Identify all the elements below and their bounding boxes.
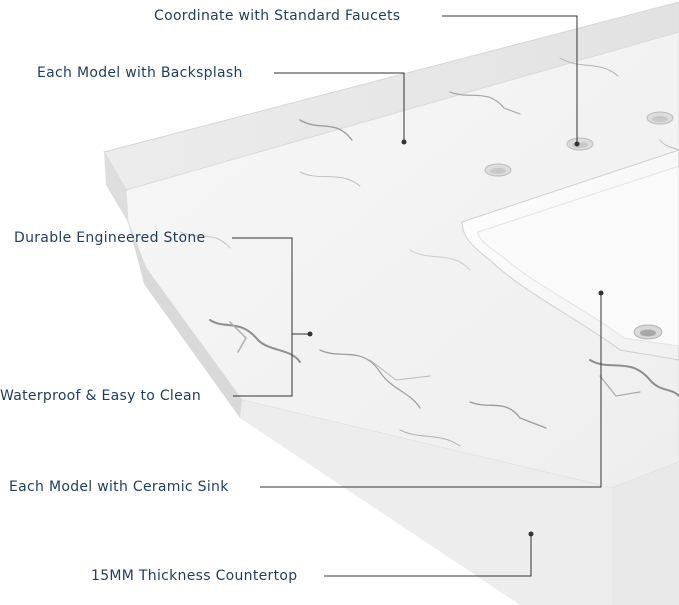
backsplash <box>103 1 679 222</box>
callout-faucets: Coordinate with Standard Faucets <box>154 8 401 24</box>
callout-leaders <box>232 15 604 577</box>
callout-thickness: 15MM Thickness Countertop <box>91 568 298 584</box>
leader-stone <box>232 237 310 335</box>
leader-backsplash <box>274 72 405 142</box>
leader-waterproof <box>233 334 293 397</box>
leader-faucets <box>442 15 578 144</box>
leader-ceramic-sink <box>260 293 602 488</box>
marble-veins <box>179 57 679 447</box>
callout-ceramic-sink: Each Model with Ceramic Sink <box>9 479 229 495</box>
leader-dot-stone <box>307 331 313 337</box>
countertop-surface <box>125 31 679 605</box>
leader-dot-backsplash <box>401 139 407 145</box>
callout-waterproof: Waterproof & Easy to Clean <box>0 388 202 404</box>
leader-dot-thickness <box>528 531 534 537</box>
leader-dot-ceramic-sink <box>598 290 604 296</box>
callout-stone: Durable Engineered Stone <box>14 230 206 246</box>
callout-backsplash: Each Model with Backsplash <box>37 65 243 81</box>
leader-dot-faucets <box>574 141 580 147</box>
leader-thickness <box>324 534 532 577</box>
ceramic-sink <box>461 149 679 361</box>
faucet-holes <box>484 111 674 177</box>
